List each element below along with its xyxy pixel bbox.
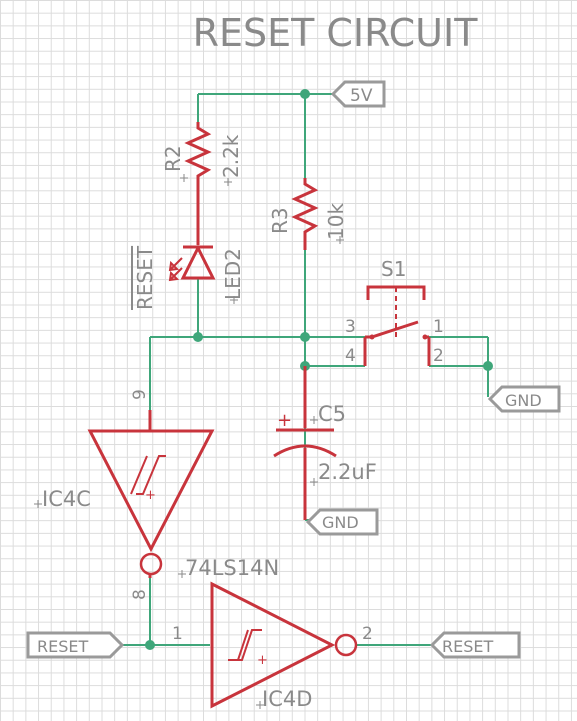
net-label-gnd-cap-shape (305, 508, 379, 536)
net-label-gnd-switch: GND (487, 385, 561, 413)
switch-s1-pin2: 2 (433, 346, 444, 366)
switch-s1-pin1: 1 (433, 317, 444, 337)
resistor-r2-symbol (184, 122, 212, 185)
resistor-r2: R2 2.2k (161, 122, 243, 186)
net-label-gnd-cap: GND (305, 508, 379, 536)
net-label-reset-in: RESET (26, 631, 125, 659)
led-led2-name: LED2 (221, 248, 245, 300)
resistor-r3-symbol (291, 178, 319, 250)
junction-switch (483, 361, 493, 371)
inverter-ic4d-pin-out: 2 (362, 624, 373, 644)
inverter-ic4c-pin-out: 8 (130, 589, 150, 600)
net-label-reset-in-shape (26, 631, 125, 659)
inverter-ic4c-bubble (139, 552, 163, 576)
net-label-reset-out-text: RESET (442, 637, 493, 656)
switch-s1-pin4: 4 (345, 346, 356, 366)
inverter-ic4c-name: IC4C (42, 487, 91, 511)
switch-s1-pin3: 3 (345, 317, 356, 337)
net-label-gnd-switch-shape (487, 385, 561, 413)
net-label-5v-text: 5V (350, 86, 373, 106)
switch-s1: S1 3 4 1 2 (345, 257, 444, 366)
capacitor-c5-value: 2.2uF (318, 460, 377, 484)
resistor-r3-value: 10k (324, 203, 348, 240)
svg-text:+: + (257, 653, 268, 668)
inverter-ic4c-body (87, 429, 215, 553)
net-label-5v-shape (330, 80, 386, 108)
net-label-gnd-cap-text: GND (322, 513, 359, 532)
resistor-r3: R3 10k (268, 178, 348, 250)
inverter-ic4d-name: IC4D (262, 687, 312, 711)
junction-5v (300, 89, 310, 99)
inverter-ic4d-body (210, 581, 336, 709)
inverter-ic4c: + 9 8 IC4C 74LS14N (34, 389, 279, 600)
capacitor-c5-plate-bottom (273, 444, 337, 458)
resistor-r2-name: R2 (161, 145, 185, 172)
inverter-ic4c-pin-in: 9 (130, 389, 150, 400)
svg-text:+: + (145, 488, 156, 503)
capacitor-c5-polarity: + (277, 410, 292, 431)
capacitor-c5-name: C5 (318, 402, 346, 426)
net-label-reset-out-shape (429, 631, 521, 659)
switch-s1-name: S1 (381, 257, 406, 281)
net-label-reset-out: RESET (429, 631, 521, 659)
led-led2-note: RESET (133, 245, 157, 310)
schematic-title: RESET CIRCUIT (193, 11, 479, 55)
inverter-ic4c-part: 74LS14N (185, 556, 279, 580)
junction-led (193, 332, 203, 342)
inverter-ic4d-pin-in: 1 (172, 624, 183, 644)
inverter-ic4c-hysteresis (130, 455, 166, 495)
net-label-gnd-switch-text: GND (505, 391, 542, 410)
inverter-ic4d-hysteresis (228, 629, 262, 661)
inverter-ic4d: + 1 2 IC4D (172, 581, 373, 711)
junction-r3 (300, 332, 310, 342)
inverter-ic4d-bubble (334, 633, 358, 657)
switch-s1-lever (371, 320, 419, 339)
net-label-5v: 5V (330, 80, 386, 108)
net-label-reset-in-text: RESET (37, 637, 88, 656)
led-triangle (180, 244, 216, 280)
junction-reset-in (145, 640, 155, 650)
resistor-r3-name: R3 (268, 207, 292, 234)
capacitor-c5: + C5 2.2uF (273, 366, 377, 520)
led-led2: LED2 RESET (133, 185, 245, 310)
resistor-r2-value: 2.2k (219, 134, 243, 178)
